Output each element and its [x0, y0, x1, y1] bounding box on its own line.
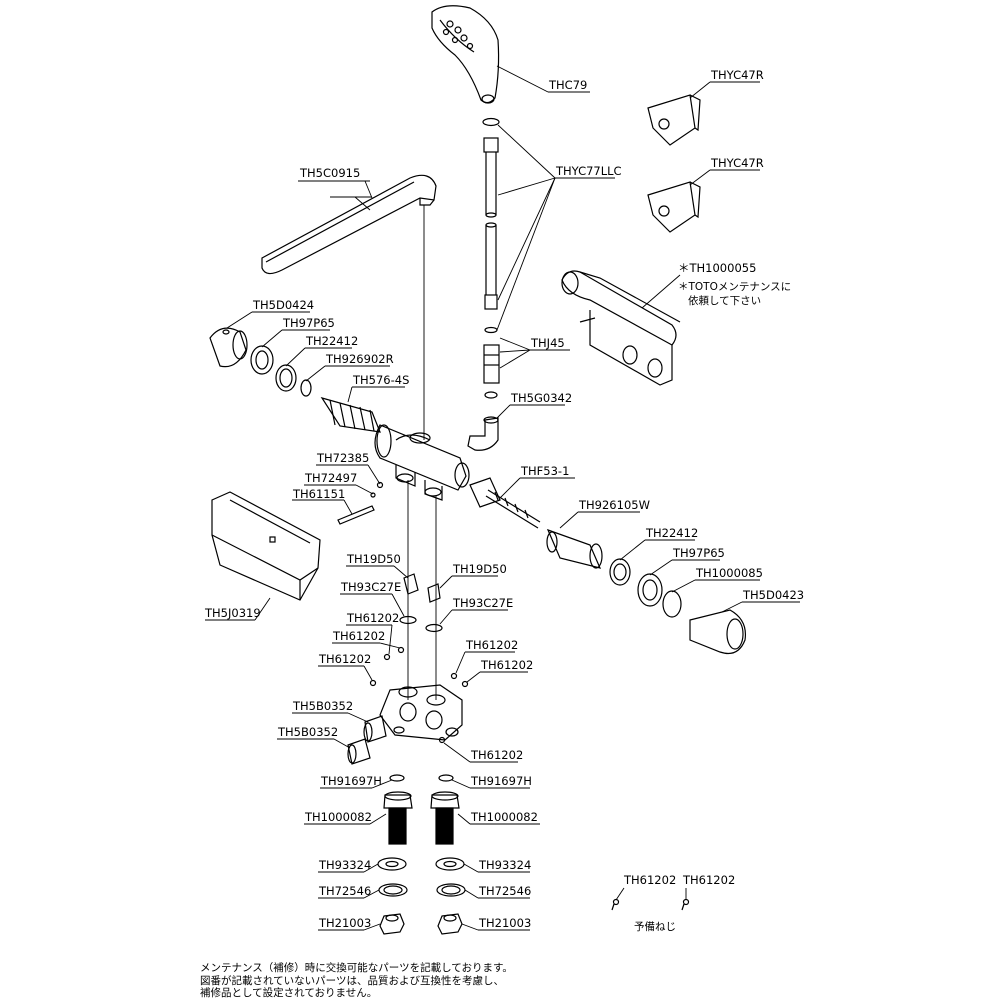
label-plate-r: TH72546	[478, 884, 531, 898]
maintenance-body	[561, 270, 681, 386]
label-nut-r: TH19D50	[452, 562, 507, 576]
label-cartridge-left: TH576-4S	[352, 373, 409, 387]
label-spare-screw-2: TH61202	[682, 873, 735, 887]
holder-lower	[647, 181, 701, 233]
label-fitting-l: TH1000082	[304, 810, 372, 824]
label-clip-right: TH1000085	[695, 566, 763, 580]
footnote-line-2: 図番が記載されていないパーツは、品質および互換性を考慮し、	[200, 974, 504, 987]
packing-left	[389, 774, 405, 782]
label-screw-2: TH61202	[332, 629, 385, 643]
elbow	[467, 416, 499, 451]
handle-right-assembly	[546, 528, 747, 655]
hose-assembly	[482, 117, 500, 399]
spare-screws	[611, 898, 690, 911]
label-holder-upper: THYC47R	[710, 68, 764, 82]
label-nut-right: TH22412	[645, 526, 698, 540]
label-screw-5: TH61202	[480, 658, 533, 672]
label-nut-l: TH19D50	[346, 552, 401, 566]
label-screw-3: TH61202	[318, 652, 371, 666]
base-manifold	[379, 684, 463, 741]
label-screw-1: TH61202	[346, 611, 399, 625]
screws-left	[337, 481, 384, 525]
label-shower-head: THC79	[548, 78, 587, 92]
label-spare: 予備ねじ	[634, 920, 676, 933]
footnote: メンテナンス（補修）時に交換可能なパーツを記載しております。 図番が記載されてい…	[200, 962, 760, 1000]
strainers	[347, 715, 387, 765]
label-spout: TH5C0915	[299, 166, 360, 180]
shower-head	[431, 5, 500, 104]
label-gasket-l: TH93C27E	[340, 580, 401, 594]
label-packing-l: TH91697H	[320, 774, 382, 788]
label-capnut-l: TH21003	[318, 916, 371, 930]
holder-upper	[647, 94, 701, 146]
label-washer-r: TH93324	[478, 858, 531, 872]
label-spindle: THF53-1	[520, 464, 569, 478]
label-washer-l: TH93324	[318, 858, 371, 872]
label-body-note-2: 依頼して下さい	[688, 294, 761, 307]
label-holder-lower: THYC47R	[710, 156, 764, 170]
label-screw-b: TH72497	[304, 471, 357, 485]
label-ring-left: TH97P65	[282, 316, 335, 330]
label-screw-4: TH61202	[465, 638, 518, 652]
label-capnut-r: TH21003	[478, 916, 531, 930]
footnote-line-1: メンテナンス（補修）時に交換可能なパーツを記載しております。	[200, 962, 513, 974]
handle-left-assembly	[209, 327, 381, 433]
label-screw-a: TH72385	[316, 451, 369, 465]
label-body-note-1: ＊TOTOメンテナンスに	[678, 281, 791, 293]
label-fitting-r: TH1000082	[470, 810, 538, 824]
label-valve-right: TH926105W	[578, 498, 650, 512]
label-screw-c: TH61151	[292, 487, 345, 501]
label-cover: TH5J0319	[204, 606, 261, 620]
label-strainer-1: TH5B0352	[292, 699, 353, 713]
cover	[211, 491, 321, 601]
label-oring-left: TH926902R	[325, 352, 394, 366]
label-strainer-2: TH5B0352	[277, 725, 338, 739]
label-union: THJ45	[530, 336, 565, 350]
label-handle-right: TH5D0423	[742, 588, 804, 602]
label-ring-right: TH97P65	[672, 546, 725, 560]
label-hose: THYC77LLC	[555, 164, 622, 178]
fittings	[383, 791, 460, 845]
label-elbow: TH5G0342	[510, 391, 572, 405]
label-plate-l: TH72546	[318, 884, 371, 898]
footnote-line-3: 補修品として設定されておりません。	[200, 987, 378, 999]
label-body-part: ＊TH1000055	[678, 261, 756, 275]
mixing-valve-body	[374, 424, 470, 700]
label-spare-screw-1: TH61202	[623, 873, 676, 887]
spindle	[469, 477, 541, 529]
label-nut-left: TH22412	[305, 334, 358, 348]
label-gasket-r: TH93C27E	[452, 596, 513, 610]
inlet-nuts	[399, 573, 443, 633]
label-handle-cap-left: TH5D0424	[252, 298, 314, 312]
label-screw-6: TH61202	[470, 748, 523, 762]
leader-shower-head	[496, 65, 549, 93]
label-packing-r: TH91697H	[470, 774, 532, 788]
packing-right	[438, 774, 454, 782]
washers	[377, 857, 466, 935]
spout	[261, 174, 437, 440]
leader-hose	[496, 124, 615, 331]
